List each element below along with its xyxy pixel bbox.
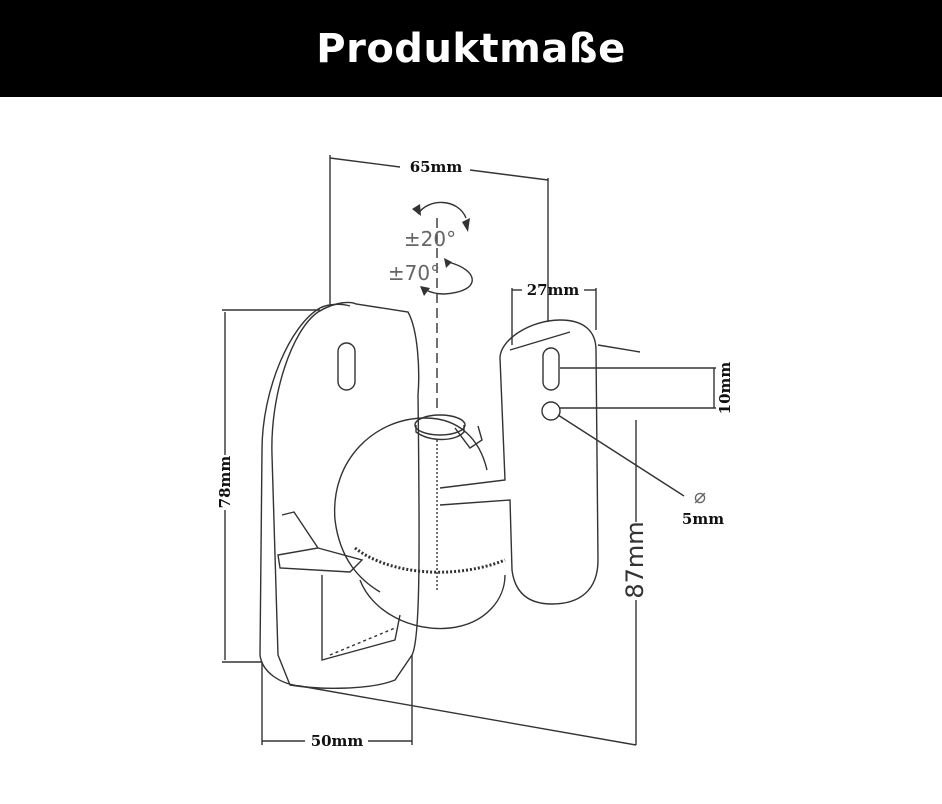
speaker-arm-top-edge [509,331,571,351]
nut-tab [454,425,483,449]
wall-slot-icon [337,342,356,391]
dim-65-line-left [329,157,401,168]
swivel-label: ±70° [388,261,440,285]
dim-27-label: 27mm [527,281,580,299]
diameter-icon: ⌀ [694,484,706,508]
ball-joint-left [334,519,381,593]
lower-bracket-ribs [329,627,396,656]
tilt-arrowhead-left [412,204,421,216]
swivel-nut [414,414,466,436]
wall-plate-edge [259,303,351,656]
dim-50-label: 50mm [311,732,364,750]
lower-bracket-body [321,575,401,661]
dim-5-label: 5mm [682,510,724,528]
dim-5-leader [557,414,685,497]
dim-10-label: 10mm [716,362,734,415]
tilt-label: ±20° [404,227,456,251]
swivel-arrow-icon [425,261,473,295]
ball-joint-bottom [359,574,506,630]
header-bar: Produktmaße [0,0,942,97]
arm-hole-icon [541,401,561,421]
swivel-nut-side [415,425,465,441]
tilt-arrowhead-right [462,218,470,232]
wall-plate [271,301,420,689]
wall-plate-bottom-edge [259,654,301,687]
dim-78-label: 78mm [216,456,234,509]
ball-joint-ring [354,546,506,574]
dim-65-line-right [469,169,549,181]
page-title: Produktmaße [316,25,626,72]
swivel-arrowhead-top [444,258,452,268]
dim-87-label: 87mm [621,521,649,598]
dim-65-label: 65mm [410,158,463,176]
lower-bracket-lip [277,511,364,573]
swivel-arrowhead-bottom [420,286,430,296]
speaker-arm-inner [439,357,506,489]
speaker-arm [439,319,599,605]
arm-slot-icon [542,347,560,391]
arm-back-line [597,344,641,353]
tilt-arrow-icon [417,201,467,219]
ball-joint-top [333,417,488,521]
dim-87-ext-bottom [299,685,637,746]
